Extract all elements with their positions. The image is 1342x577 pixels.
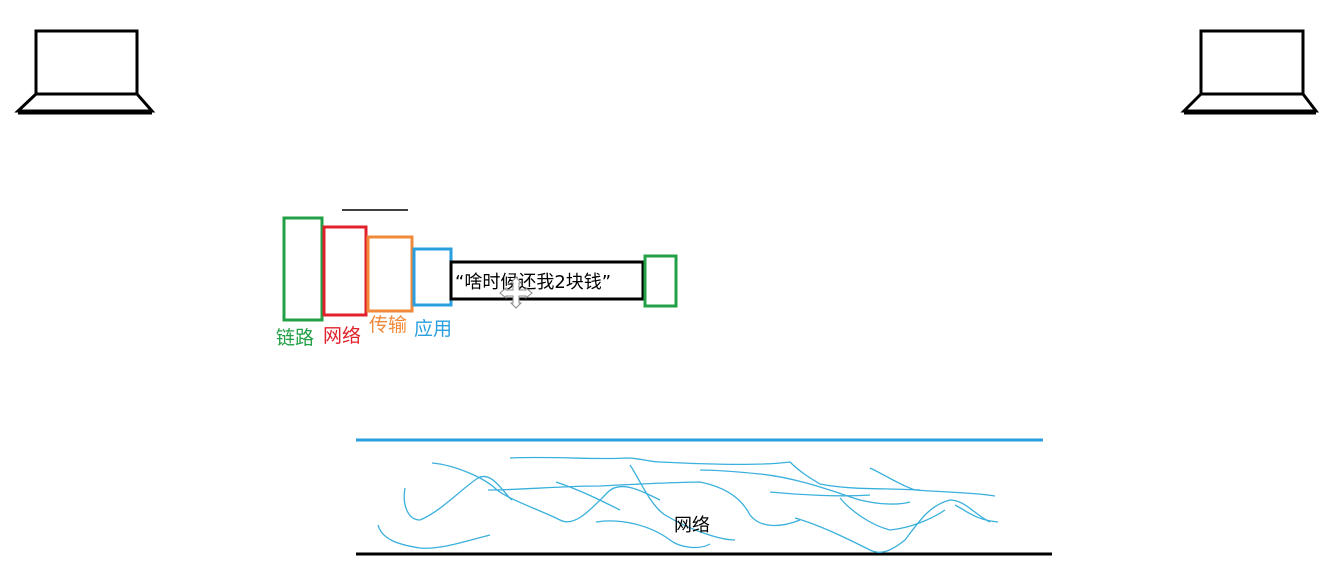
network-medium-label: 网络 bbox=[674, 515, 710, 536]
layer-label-application: 应用 bbox=[414, 318, 452, 340]
layer-label-network: 网络 bbox=[323, 325, 361, 347]
trailer-box bbox=[643, 254, 678, 308]
layer-label-transport: 传输 bbox=[369, 314, 407, 336]
message-box bbox=[449, 260, 645, 301]
network-scribbles bbox=[377, 456, 999, 553]
layer-box-network bbox=[322, 225, 368, 317]
layer-box-application bbox=[412, 247, 453, 307]
move-cursor-icon bbox=[499, 276, 533, 309]
laptop-icon-right bbox=[1180, 29, 1320, 115]
message-text: “啥时候还我2块钱” bbox=[455, 272, 611, 293]
layer-box-link bbox=[282, 216, 324, 322]
laptop-icon-left bbox=[14, 29, 156, 115]
layer-label-link: 链路 bbox=[276, 327, 314, 349]
layer-box-transport bbox=[366, 235, 414, 313]
